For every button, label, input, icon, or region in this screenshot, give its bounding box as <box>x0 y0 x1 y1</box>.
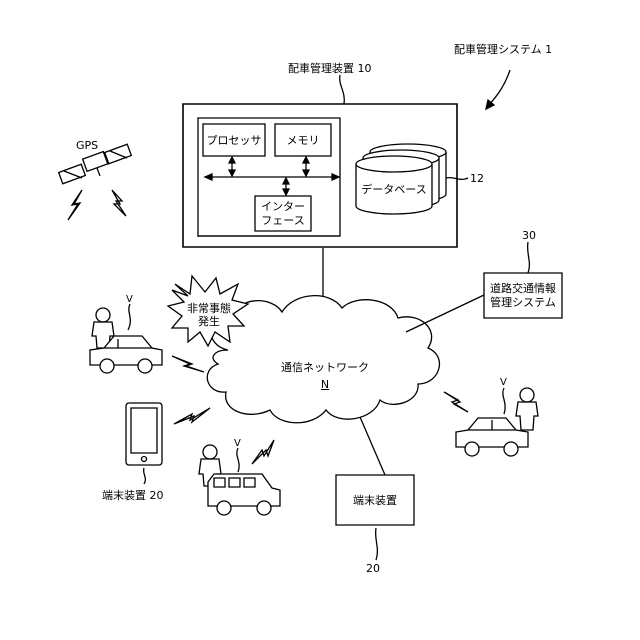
database-ref: 12 <box>470 172 484 185</box>
emergency-label-line1: 非常事態 <box>178 302 240 315</box>
memory-label: メモリ <box>275 134 331 147</box>
vehicle-marker-left-leader <box>128 304 130 330</box>
traffic-ref-leader <box>528 242 530 273</box>
terminal-box-label: 端末装置 <box>336 494 414 507</box>
terminal-left-label: 端末装置 20 <box>102 489 164 502</box>
interface-label-line1: インター <box>255 200 311 213</box>
car-icon-left <box>90 336 162 373</box>
network-cloud <box>207 296 439 423</box>
signal-bolt-right <box>444 392 468 412</box>
traffic-label-line1: 道路交通情報 <box>484 282 562 295</box>
server-leader-line <box>340 75 345 104</box>
network-terminal-link <box>360 417 385 475</box>
dispatch-server-label: 配車管理装置 10 <box>288 62 372 75</box>
processor-label: プロセッサ <box>203 134 265 147</box>
signal-bolt-bottom <box>252 440 274 464</box>
network-traffic-link <box>406 295 484 332</box>
car-icon-right <box>456 418 528 456</box>
vehicle-marker-left: V <box>126 294 133 305</box>
interface-label-line2: フェース <box>255 214 311 227</box>
smartphone-leader <box>144 468 146 484</box>
network-label: 通信ネットワーク <box>270 361 380 374</box>
gps-signal-bolt-1 <box>68 190 82 220</box>
vehicle-marker-right-leader <box>503 388 505 414</box>
vehicle-marker-right: V <box>500 377 507 388</box>
gps-signal-bolt-2 <box>112 190 126 216</box>
emergency-label-line2: 発生 <box>178 315 240 328</box>
vehicle-marker-bottom-leader <box>237 448 239 472</box>
signal-bolt-phone <box>174 408 210 424</box>
terminal-box-ref: 20 <box>366 562 380 575</box>
database-icon <box>356 144 446 214</box>
smartphone-icon <box>126 403 162 465</box>
suv-icon-bottom <box>208 474 280 515</box>
system-pointer-arrow <box>486 70 510 109</box>
gps-label: GPS <box>76 139 98 152</box>
vehicle-marker-bottom: V <box>234 438 241 449</box>
terminal-box-ref-leader <box>376 528 378 560</box>
internal-bus <box>205 157 339 195</box>
person-icon-right <box>516 388 538 430</box>
network-ref: N <box>310 378 340 391</box>
signal-bolt-left <box>172 356 204 372</box>
traffic-label-line2: 管理システム <box>484 296 562 309</box>
system-label: 配車管理システム 1 <box>454 43 552 56</box>
database-label: データベース <box>356 183 432 196</box>
traffic-ref: 30 <box>522 229 536 242</box>
